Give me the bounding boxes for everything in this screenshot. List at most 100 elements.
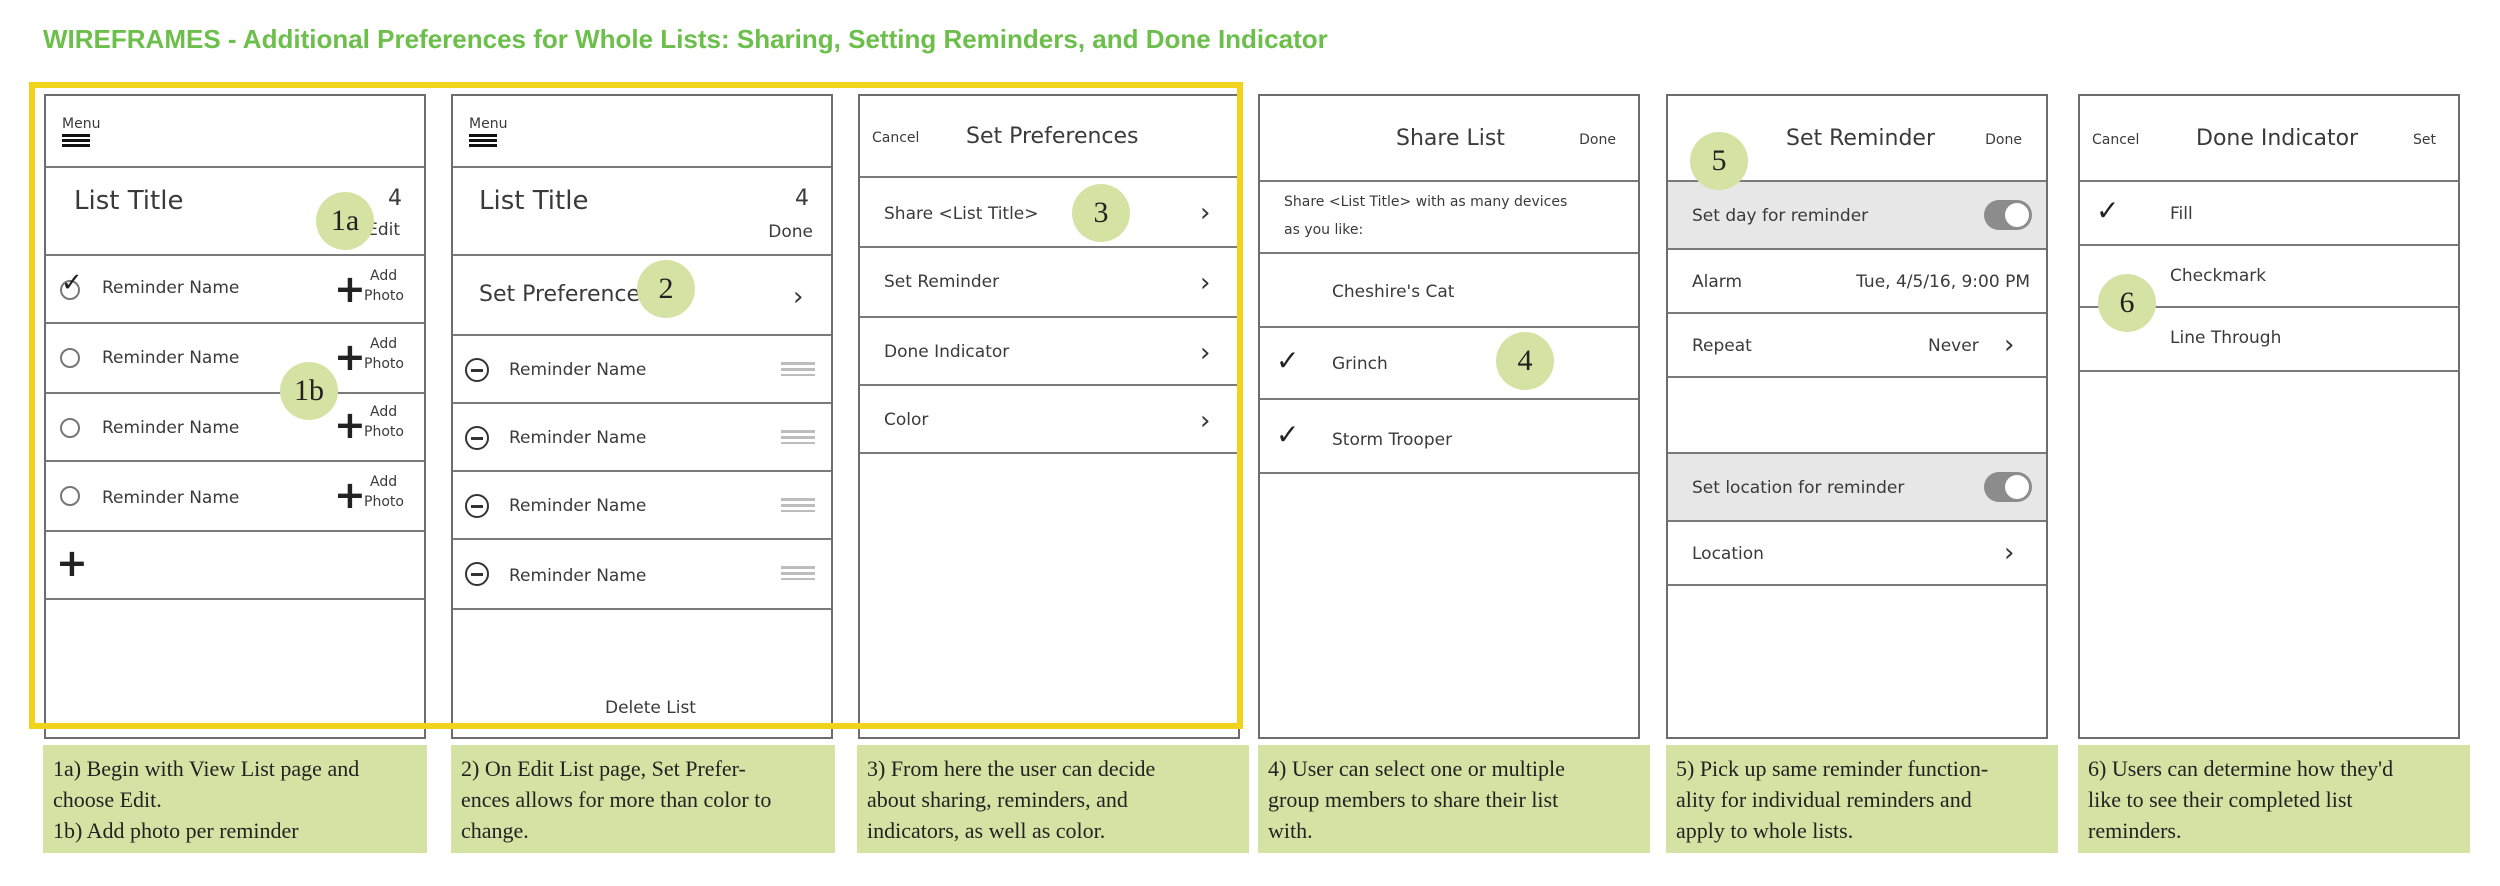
reminder-row[interactable]: Reminder Name bbox=[453, 336, 831, 404]
reminder-row[interactable]: Reminder Name bbox=[453, 404, 831, 472]
screen-share-list: Share List Done Share <List Title> with … bbox=[1258, 94, 1640, 739]
empty-circle-icon[interactable] bbox=[60, 418, 80, 438]
preference-item-share[interactable]: Share <List Title> › bbox=[860, 178, 1238, 248]
set-location-toggle[interactable] bbox=[1984, 472, 2032, 502]
add-photo-label[interactable]: Add bbox=[370, 474, 398, 490]
caption-2: 2) On Edit List page, Set Prefer- ences … bbox=[451, 745, 835, 853]
set-button[interactable]: Set bbox=[2413, 132, 2436, 148]
reminder-name: Reminder Name bbox=[102, 418, 240, 438]
step-badge-3: 3 bbox=[1072, 184, 1130, 242]
reminder-name: Reminder Name bbox=[509, 566, 647, 586]
preference-item-color[interactable]: Color › bbox=[860, 386, 1238, 454]
alarm-label: Alarm bbox=[1692, 272, 1743, 292]
screen-heading: Share List bbox=[1396, 126, 1505, 151]
member-row[interactable]: ✓ Grinch bbox=[1260, 328, 1638, 400]
reorder-grip-icon[interactable] bbox=[781, 430, 815, 444]
reminder-name: Reminder Name bbox=[102, 488, 240, 508]
add-photo-plus-icon[interactable]: + bbox=[334, 473, 366, 517]
preference-label: Color bbox=[884, 410, 929, 430]
done-button[interactable]: Done bbox=[1985, 132, 2022, 148]
page-title: WIREFRAMES - Additional Preferences for … bbox=[43, 24, 1328, 54]
done-button[interactable]: Done bbox=[1579, 132, 1616, 148]
add-reminder-row[interactable]: + bbox=[46, 532, 424, 600]
step-badge-1a: 1a bbox=[316, 192, 374, 250]
caption-line: 4) User can select one or multiple bbox=[1268, 756, 1565, 781]
preference-item-reminder[interactable]: Set Reminder › bbox=[860, 248, 1238, 318]
set-day-row[interactable]: Set day for reminder bbox=[1668, 182, 2046, 250]
reorder-grip-icon[interactable] bbox=[781, 362, 815, 376]
delete-list-button[interactable]: Delete List bbox=[605, 698, 696, 718]
header-bar: Menu bbox=[453, 96, 831, 168]
reminder-row[interactable]: Reminder Name bbox=[453, 540, 831, 610]
reorder-grip-icon[interactable] bbox=[781, 498, 815, 512]
menu-icon[interactable] bbox=[62, 134, 90, 149]
caption-line: 1a) Begin with View List page and bbox=[53, 756, 360, 781]
chevron-right-icon[interactable]: › bbox=[1200, 338, 1211, 368]
indicator-option[interactable]: Checkmark bbox=[2080, 246, 2458, 308]
reminder-row[interactable]: Reminder Name + Add Photo bbox=[46, 324, 424, 394]
add-photo-label[interactable]: Add bbox=[370, 336, 398, 352]
edit-button[interactable]: Edit bbox=[367, 220, 400, 240]
highlight-frame bbox=[29, 82, 1243, 729]
reminder-row[interactable]: Reminder Name bbox=[453, 472, 831, 540]
add-photo-label[interactable]: Photo bbox=[364, 288, 404, 304]
alarm-row[interactable]: Alarm Tue, 4/5/16, 9:00 PM bbox=[1668, 250, 2046, 314]
header-bar: Share List Done bbox=[1260, 96, 1638, 182]
delete-minus-icon[interactable] bbox=[465, 562, 489, 586]
set-location-row[interactable]: Set location for reminder bbox=[1668, 454, 2046, 522]
empty-circle-icon[interactable] bbox=[60, 348, 80, 368]
chevron-right-icon[interactable]: › bbox=[2004, 330, 2015, 360]
set-preferences-row[interactable]: Set Preferences › bbox=[453, 256, 831, 336]
chevron-right-icon[interactable]: › bbox=[1200, 406, 1211, 436]
checked-circle-icon[interactable] bbox=[60, 280, 80, 300]
caption-line: apply to whole lists. bbox=[1676, 818, 1854, 843]
add-photo-plus-icon[interactable]: + bbox=[334, 267, 366, 311]
add-photo-plus-icon[interactable]: + bbox=[334, 403, 366, 447]
caption-line: 6) Users can determine how they'd bbox=[2088, 756, 2394, 781]
done-button[interactable]: Done bbox=[768, 222, 813, 242]
reminder-count: 4 bbox=[388, 186, 402, 211]
chevron-right-icon[interactable]: › bbox=[1200, 268, 1211, 298]
member-name: Storm Trooper bbox=[1332, 430, 1453, 450]
delete-minus-icon[interactable] bbox=[465, 426, 489, 450]
repeat-row[interactable]: Repeat Never › bbox=[1668, 314, 2046, 378]
list-title-row: List Title 4 Edit bbox=[46, 168, 424, 256]
caption-line: ences allows for more than color to bbox=[461, 787, 772, 812]
menu-icon[interactable] bbox=[469, 134, 497, 149]
empty-circle-icon[interactable] bbox=[60, 486, 80, 506]
screen-edit-list: Menu List Title 4 Done Set Preferences ›… bbox=[451, 94, 833, 739]
add-photo-label[interactable]: Photo bbox=[364, 356, 404, 372]
cancel-button[interactable]: Cancel bbox=[872, 130, 920, 146]
add-photo-label[interactable]: Add bbox=[370, 404, 398, 420]
delete-minus-icon[interactable] bbox=[465, 358, 489, 382]
reminder-count: 4 bbox=[795, 186, 809, 211]
chevron-right-icon[interactable]: › bbox=[2004, 538, 2015, 568]
reminder-row[interactable]: Reminder Name + Add Photo bbox=[46, 462, 424, 532]
chevron-right-icon[interactable]: › bbox=[793, 282, 804, 312]
caption-line: ality for individual reminders and bbox=[1676, 787, 1972, 812]
reorder-grip-icon[interactable] bbox=[781, 566, 815, 580]
member-row[interactable]: Cheshire's Cat bbox=[1260, 254, 1638, 328]
delete-minus-icon[interactable] bbox=[465, 494, 489, 518]
add-photo-label[interactable]: Photo bbox=[364, 494, 404, 510]
step-badge-6: 6 bbox=[2098, 274, 2156, 332]
add-photo-label[interactable]: Add bbox=[370, 268, 398, 284]
reminder-row[interactable]: ✓ Reminder Name + Add Photo bbox=[46, 256, 424, 324]
indicator-option[interactable]: Line Through bbox=[2080, 308, 2458, 372]
caption-line: like to see their completed list bbox=[2088, 787, 2353, 812]
indicator-option[interactable]: ✓ Fill bbox=[2080, 182, 2458, 246]
reminder-row[interactable]: Reminder Name + Add Photo bbox=[46, 394, 424, 462]
add-reminder-plus-icon[interactable]: + bbox=[56, 541, 88, 585]
preference-item-done-indicator[interactable]: Done Indicator › bbox=[860, 318, 1238, 386]
screen-heading: Done Indicator bbox=[2196, 126, 2359, 151]
member-name: Cheshire's Cat bbox=[1332, 282, 1455, 302]
add-photo-label[interactable]: Photo bbox=[364, 424, 404, 440]
screen-done-indicator: Cancel Done Indicator Set ✓ Fill Checkma… bbox=[2078, 94, 2460, 739]
chevron-right-icon[interactable]: › bbox=[1200, 198, 1211, 228]
list-title-row: List Title 4 Done bbox=[453, 168, 831, 256]
location-row[interactable]: Location › bbox=[1668, 522, 2046, 586]
cancel-button[interactable]: Cancel bbox=[2092, 132, 2140, 148]
set-day-toggle[interactable] bbox=[1984, 200, 2032, 230]
member-row[interactable]: ✓ Storm Trooper bbox=[1260, 400, 1638, 474]
add-photo-plus-icon[interactable]: + bbox=[334, 335, 366, 379]
